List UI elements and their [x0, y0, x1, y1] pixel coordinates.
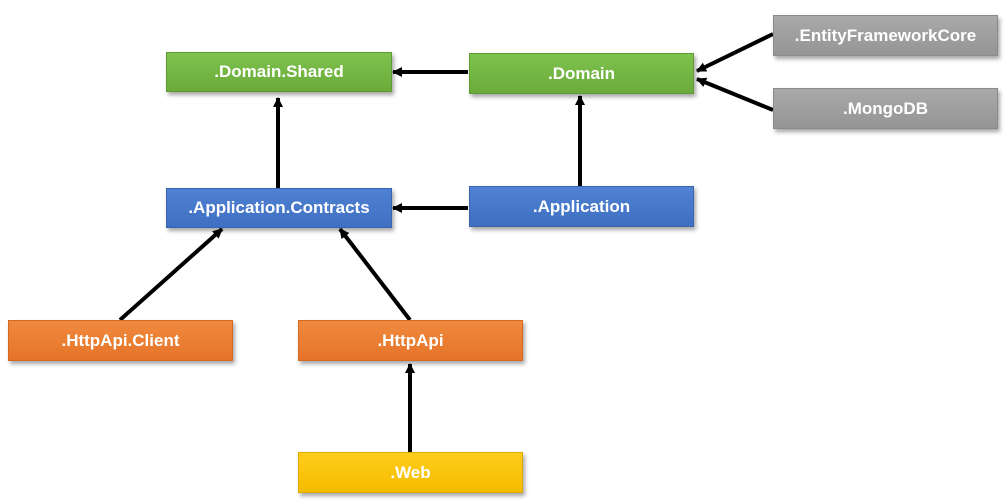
node-web: .Web: [298, 452, 523, 493]
node-entityframeworkcore: .EntityFrameworkCore: [773, 15, 998, 56]
node-application: .Application: [469, 186, 694, 227]
node-httpapi-client: .HttpApi.Client: [8, 320, 233, 361]
edge-mongodb-to-domain: [696, 77, 774, 112]
edge-httpapi-client-to-application-contracts: [118, 227, 224, 322]
node-httpapi: .HttpApi: [298, 320, 523, 361]
node-mongodb: .MongoDB: [773, 88, 998, 129]
node-application-contracts: .Application.Contracts: [166, 188, 392, 228]
edge-entityframeworkcore-to-domain: [696, 32, 774, 73]
node-domain-shared: .Domain.Shared: [166, 52, 392, 92]
node-domain: .Domain: [469, 53, 694, 94]
edge-httpapi-to-application-contracts: [338, 227, 412, 322]
